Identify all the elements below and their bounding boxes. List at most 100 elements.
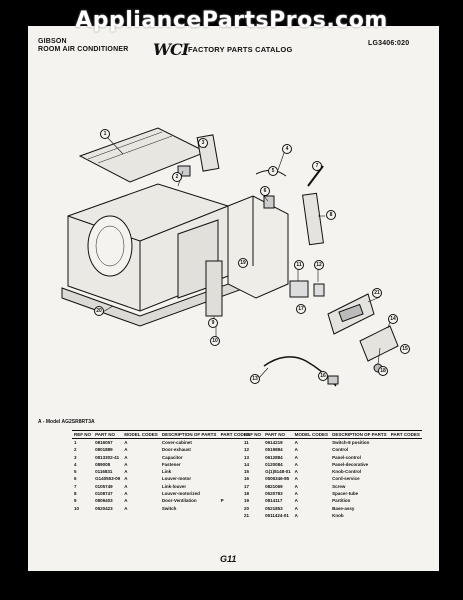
cell-desc: Spacer-tube [332, 491, 359, 497]
callout-12[interactable]: 12 [314, 260, 324, 270]
cell-ref: 4 [74, 461, 77, 467]
table-row[interactable]: 20 0521853 A Base-assy [242, 505, 422, 512]
callout-18[interactable]: 18 [378, 366, 388, 376]
cell-ref: 20 [244, 505, 250, 511]
cell-code [389, 454, 422, 461]
cell-model: A [294, 454, 298, 460]
cell-ref: 11 [244, 440, 249, 445]
callout-19[interactable]: 19 [238, 258, 248, 268]
cell-code [389, 512, 422, 519]
col-ref: REF NO [72, 430, 94, 439]
callout-10[interactable]: 10 [210, 336, 220, 346]
cell-ref: 10 [74, 505, 80, 511]
callout-20[interactable]: 20 [94, 306, 104, 316]
callout-17[interactable]: 17 [296, 304, 306, 314]
cell-ref: 5 [74, 469, 77, 475]
cell-ref: 3 [74, 454, 77, 460]
cell-desc: Panel-decorative [332, 461, 369, 467]
callout-7[interactable]: 7 [312, 161, 322, 171]
cell-ref: 21 [244, 512, 250, 518]
cell-desc: Base-assy [332, 505, 355, 511]
cell-code [389, 475, 422, 482]
cell-part: 0521853 [265, 505, 283, 511]
callout-1[interactable]: 1 [100, 129, 110, 139]
fastener-shape [177, 165, 191, 177]
catalog-title: FACTORY PARTS CATALOG [188, 45, 293, 54]
callout-14[interactable]: 14 [388, 314, 398, 324]
cell-part: 0519884 [265, 447, 283, 453]
cell-model: A [124, 476, 128, 482]
product-name: ROOM AIR CONDITIONER [38, 46, 129, 53]
callout-8[interactable]: 8 [326, 210, 336, 220]
model-line: A - Model AG2SR8RT3A [38, 419, 95, 425]
cell-desc: Panel-control [332, 454, 361, 460]
cell-desc: Capacitor [161, 454, 183, 460]
cell-code [389, 439, 422, 447]
col-partcodes: PART CODES [218, 430, 252, 439]
cell-model: A [294, 505, 298, 511]
cell-ref: 13 [244, 454, 250, 460]
callout-15[interactable]: 15 [400, 344, 410, 354]
callout-13[interactable]: 13 [250, 374, 260, 384]
callout-2[interactable]: 2 [172, 172, 182, 182]
cell-part: 0813302-41 [95, 454, 120, 460]
cell-ref: 19 [244, 498, 250, 504]
callout-21[interactable]: 21 [372, 288, 382, 298]
cell-desc: Link-louver [161, 483, 187, 489]
callout-4[interactable]: 4 [282, 144, 292, 154]
cell-desc: Switch-8 position [332, 440, 370, 445]
callout-3[interactable]: 3 [198, 138, 208, 148]
cell-ref: 6 [74, 476, 77, 482]
cell-part: G(1)8148-01 [265, 469, 291, 475]
callout-16[interactable]: 16 [318, 371, 328, 381]
cell-model: A [294, 469, 298, 475]
callout-6[interactable]: 6 [260, 186, 270, 196]
cell-part: 0816057 [95, 440, 113, 445]
cell-ref: 2 [74, 447, 77, 453]
cell-model: A [124, 440, 128, 445]
callout-5[interactable]: 5 [268, 166, 278, 176]
cell-model: A [294, 447, 298, 453]
wci-logo: WCI [153, 40, 189, 59]
cell-part: 089008 [95, 461, 111, 467]
cell-ref: 8 [74, 491, 77, 497]
cell-model: A [124, 491, 128, 497]
cell-ref: 7 [74, 483, 77, 489]
cell-model: A [294, 440, 298, 445]
parts-catalog-page: GIBSON ROOM AIR CONDITIONER WCI FACTORY … [28, 26, 439, 571]
col-model: MODEL CODES [292, 430, 331, 439]
callout-11[interactable]: 11 [294, 260, 304, 270]
col-model: MODEL CODES [122, 430, 160, 439]
switch-shape [289, 280, 309, 298]
cell-model: A [294, 498, 298, 504]
cell-code [389, 490, 422, 497]
callout-9[interactable]: 9 [208, 318, 218, 328]
parts-table-left: REF NO PART NO MODEL CODES DESCRIPTION O… [72, 430, 252, 512]
cell-ref: 18 [244, 491, 250, 497]
parts-table-right: REF NO PART NO MODEL CODES DESCRIPTION O… [242, 430, 422, 519]
col-ref: REF NO [242, 430, 264, 439]
cell-desc: Screw [332, 483, 346, 489]
cell-code [389, 468, 422, 475]
